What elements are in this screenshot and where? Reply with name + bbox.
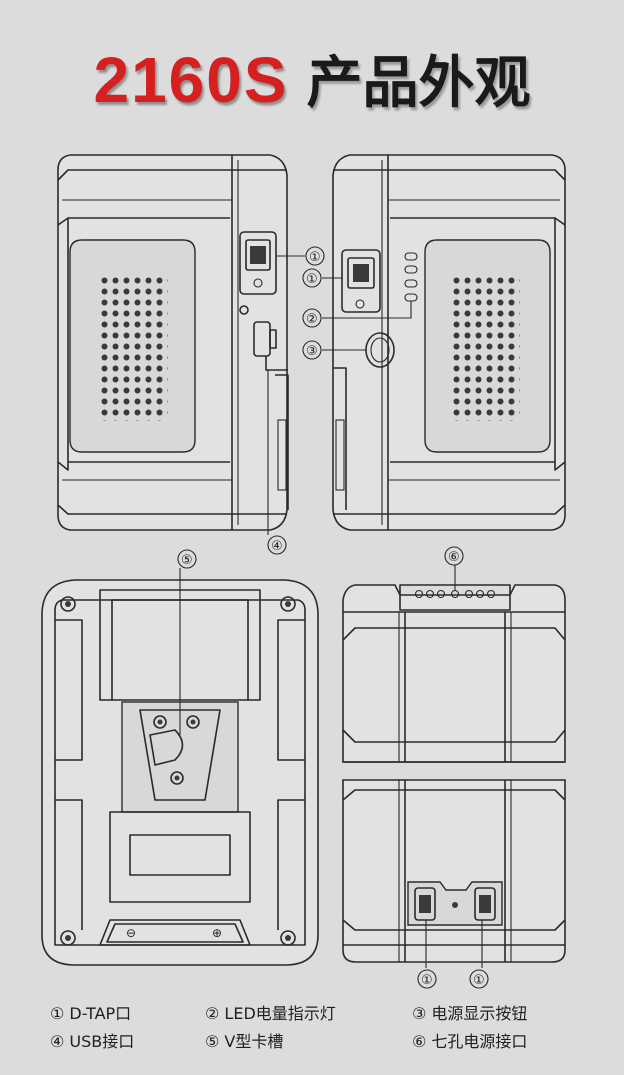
bottom-view <box>342 779 566 963</box>
legend-row: ① D-TAP口 ② LED电量指示灯 ③ 电源显示按钮 <box>50 1000 610 1024</box>
top-view <box>342 584 566 763</box>
minus-symbol: ⊖ <box>126 926 136 940</box>
legend-item-led: ② LED电量指示灯 <box>205 1004 336 1023</box>
page-title: 2160S 产品外观 <box>0 38 624 119</box>
legend-item-usb: ④ USB接口 <box>50 1032 135 1051</box>
callout-6: ⑥ <box>448 550 460 565</box>
callout-5: ⑤ <box>181 553 193 568</box>
legend-row: ④ USB接口 ⑤ V型卡槽 ⑥ 七孔电源接口 <box>50 1028 610 1052</box>
title-text: 产品外观 <box>306 51 531 116</box>
legend-item-dtap: ① D-TAP口 <box>50 1004 132 1023</box>
callout-1-bottom-a: ① <box>421 973 433 988</box>
legend: ① D-TAP口 ② LED电量指示灯 ③ 电源显示按钮 ④ USB接口 ⑤ V… <box>50 1000 610 1056</box>
side-view-left <box>57 154 289 531</box>
legend-item-vmount: ⑤ V型卡槽 <box>205 1032 284 1051</box>
legend-item-7pin: ⑥ 七孔电源接口 <box>412 1032 528 1051</box>
callout-2: ② <box>306 312 318 327</box>
legend-item-power-button: ③ 电源显示按钮 <box>412 1004 528 1023</box>
side-view-right <box>332 154 566 531</box>
callout-1-right: ① <box>306 272 318 287</box>
callout-1-bottom-b: ① <box>473 973 485 988</box>
plus-symbol: ⊕ <box>212 926 222 940</box>
callout-3: ③ <box>306 344 318 359</box>
callouts: ① ① ② ③ ④ ⑤ ⑥ ① ① <box>177 246 489 989</box>
model-name: 2160S <box>93 44 289 116</box>
callout-1-left: ① <box>309 250 321 265</box>
callout-4: ④ <box>271 539 283 554</box>
